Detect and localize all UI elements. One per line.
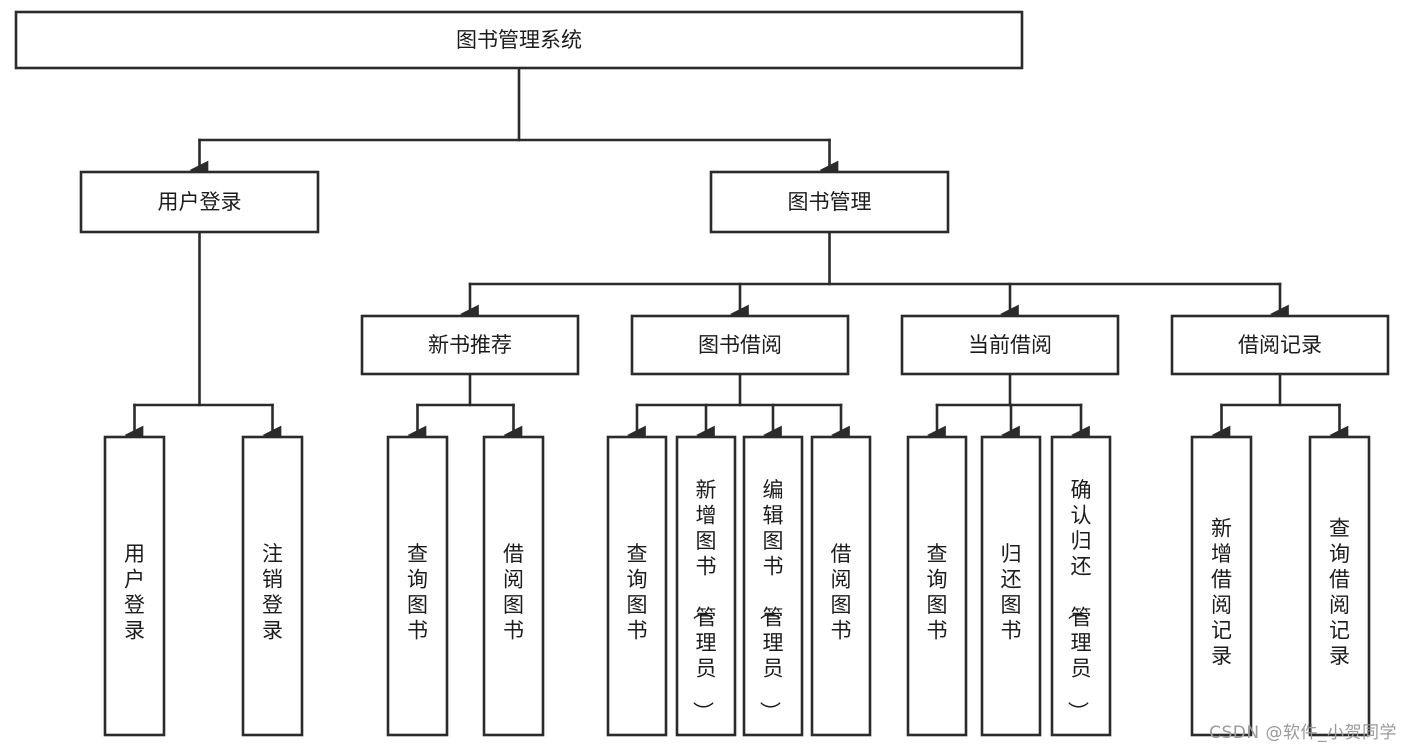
node-box-leaf-query-book-2 xyxy=(606,435,668,737)
node-label-borrow-record: 借阅记录 xyxy=(1238,333,1322,357)
node-box-leaf-borrow-book-1 xyxy=(482,435,545,737)
node-leaf-logout[interactable]: 注销登录 xyxy=(241,435,304,737)
node-box-leaf-confirm-return xyxy=(1050,435,1112,737)
node-leaf-edit-book[interactable]: 编辑图书（管理员） xyxy=(742,435,804,737)
node-leaf-add-book[interactable]: 新增图书（管理员） xyxy=(675,435,737,737)
node-label-current-borrow: 当前借阅 xyxy=(968,333,1052,357)
node-label-user-login: 用户登录 xyxy=(158,190,242,214)
node-leaf-add-record[interactable]: 新增借阅记录 xyxy=(1190,435,1253,737)
nodes-layer: 图书管理系统用户登录图书管理新书推荐图书借阅当前借阅借阅记录用户登录注销登录查询… xyxy=(14,10,1390,737)
node-leaf-return-book[interactable]: 归还图书 xyxy=(980,435,1042,737)
node-label-leaf-return-book: 归还图书 xyxy=(1001,542,1022,643)
node-label-leaf-edit-book: 编辑图书（管理员） xyxy=(758,478,784,722)
node-label-leaf-borrow-book-1: 借阅图书 xyxy=(503,542,524,643)
node-label-root: 图书管理系统 xyxy=(456,28,582,52)
node-label-book-borrow: 图书借阅 xyxy=(698,333,782,357)
node-leaf-query-book-2[interactable]: 查询图书 xyxy=(606,435,668,737)
node-box-book-manage xyxy=(709,170,950,234)
node-box-book-borrow xyxy=(630,314,850,376)
node-box-leaf-add-book xyxy=(675,435,737,737)
node-box-leaf-borrow-book-2 xyxy=(810,435,872,737)
node-leaf-query-book-3[interactable]: 查询图书 xyxy=(906,435,968,737)
node-book-borrow[interactable]: 图书借阅 xyxy=(630,314,850,376)
node-label-leaf-query-record: 查询借阅记录 xyxy=(1329,516,1350,668)
node-box-current-borrow xyxy=(900,314,1120,376)
node-leaf-query-book-1[interactable]: 查询图书 xyxy=(386,435,449,737)
node-label-leaf-add-record: 新增借阅记录 xyxy=(1211,516,1232,668)
node-box-leaf-user-login xyxy=(103,435,166,737)
node-label-leaf-user-login: 用户登录 xyxy=(124,542,145,643)
node-label-leaf-borrow-book-2: 借阅图书 xyxy=(831,542,852,643)
node-label-leaf-add-book: 新增图书（管理员） xyxy=(691,478,717,722)
node-box-leaf-query-record xyxy=(1308,435,1371,737)
node-leaf-borrow-book-1[interactable]: 借阅图书 xyxy=(482,435,545,737)
node-box-borrow-record xyxy=(1170,314,1390,376)
node-label-leaf-query-book-1: 查询图书 xyxy=(407,542,428,643)
node-user-login[interactable]: 用户登录 xyxy=(79,170,320,234)
node-label-book-manage: 图书管理 xyxy=(788,190,872,214)
node-label-leaf-query-book-3: 查询图书 xyxy=(927,542,948,643)
node-box-leaf-edit-book xyxy=(742,435,804,737)
node-box-leaf-logout xyxy=(241,435,304,737)
node-leaf-confirm-return[interactable]: 确认归还（管理员） xyxy=(1050,435,1112,737)
node-label-leaf-confirm-return: 确认归还（管理员） xyxy=(1066,478,1092,722)
node-box-leaf-query-book-3 xyxy=(906,435,968,737)
node-box-leaf-return-book xyxy=(980,435,1042,737)
node-current-borrow[interactable]: 当前借阅 xyxy=(900,314,1120,376)
node-label-leaf-query-book-2: 查询图书 xyxy=(627,542,648,643)
node-leaf-borrow-book-2[interactable]: 借阅图书 xyxy=(810,435,872,737)
node-box-leaf-query-book-1 xyxy=(386,435,449,737)
node-borrow-record[interactable]: 借阅记录 xyxy=(1170,314,1390,376)
node-box-leaf-add-record xyxy=(1190,435,1253,737)
node-label-new-book-rec: 新书推荐 xyxy=(428,333,512,357)
edges-layer xyxy=(124,66,1349,445)
node-book-manage[interactable]: 图书管理 xyxy=(709,170,950,234)
node-root[interactable]: 图书管理系统 xyxy=(14,10,1024,70)
node-new-book-rec[interactable]: 新书推荐 xyxy=(360,314,580,376)
node-box-new-book-rec xyxy=(360,314,580,376)
node-leaf-query-record[interactable]: 查询借阅记录 xyxy=(1308,435,1371,737)
node-box-user-login xyxy=(79,170,320,234)
node-label-leaf-logout: 注销登录 xyxy=(262,542,283,643)
node-box-root xyxy=(14,10,1024,70)
node-leaf-user-login[interactable]: 用户登录 xyxy=(103,435,166,737)
